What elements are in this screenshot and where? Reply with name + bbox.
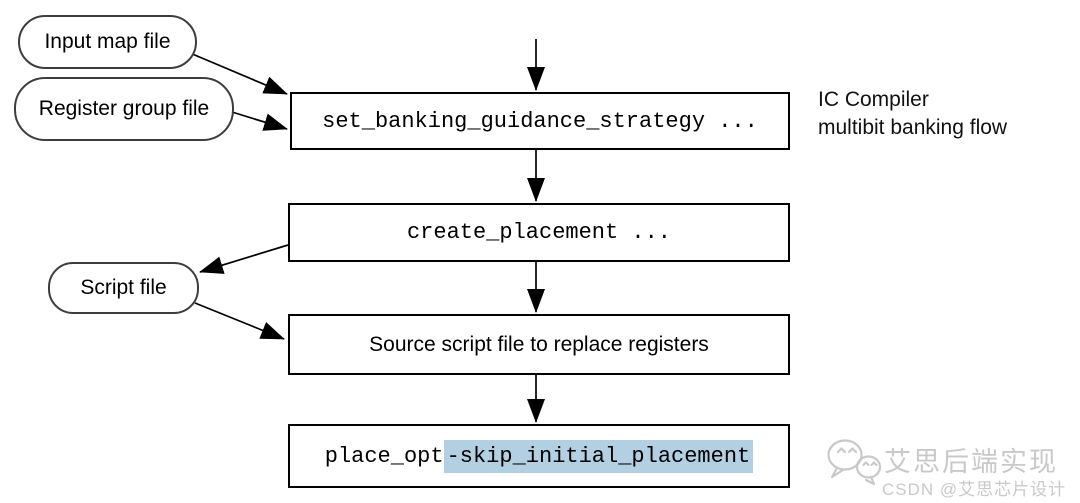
side-label-line1: IC Compiler: [818, 88, 929, 111]
oval-input-map-file: Input map file: [18, 15, 197, 69]
side-label-ic-compiler: IC Compiler multibit banking flow: [818, 86, 1007, 143]
step-source-script-file: Source script file to replace registers: [288, 314, 790, 375]
oval-script-file: Script file: [48, 262, 199, 314]
step-place-opt-text: place_opt: [324, 443, 444, 469]
arrow-input-map-to-set-banking: [189, 52, 288, 95]
oval-script-file-label: Script file: [80, 276, 167, 299]
oval-input-map-file-label: Input map file: [44, 30, 171, 53]
arrow-register-group-to-set-banking: [231, 111, 288, 131]
step-source-script-text: Source script file to replace registers: [369, 332, 709, 356]
arrow-script-file-to-source-script: [194, 302, 285, 340]
side-label-line2: multibit banking flow: [818, 116, 1008, 140]
watermark-csdn-text: CSDN @艾思芯片设计: [882, 480, 1067, 499]
step-set-banking-guidance-strategy: set_banking_guidance_strategy ...: [290, 92, 790, 150]
step-place-opt-highlighted-flag: -skip_initial_placement: [443, 439, 754, 473]
step-set-banking-text: set_banking_guidance_strategy ...: [322, 108, 758, 134]
oval-register-group-file-label: Register group file: [38, 97, 210, 120]
arrow-create-placement-to-script-file: [199, 244, 289, 274]
step-create-placement: create_placement ...: [288, 203, 790, 262]
oval-register-group-file: Register group file: [14, 77, 234, 141]
wechat-icon: [827, 439, 882, 486]
step-create-placement-text: create_placement ...: [406, 220, 672, 245]
step-place-opt: place_opt -skip_initial_placement: [288, 424, 790, 488]
watermark-brand-text: 艾思后端实现: [884, 447, 1058, 477]
